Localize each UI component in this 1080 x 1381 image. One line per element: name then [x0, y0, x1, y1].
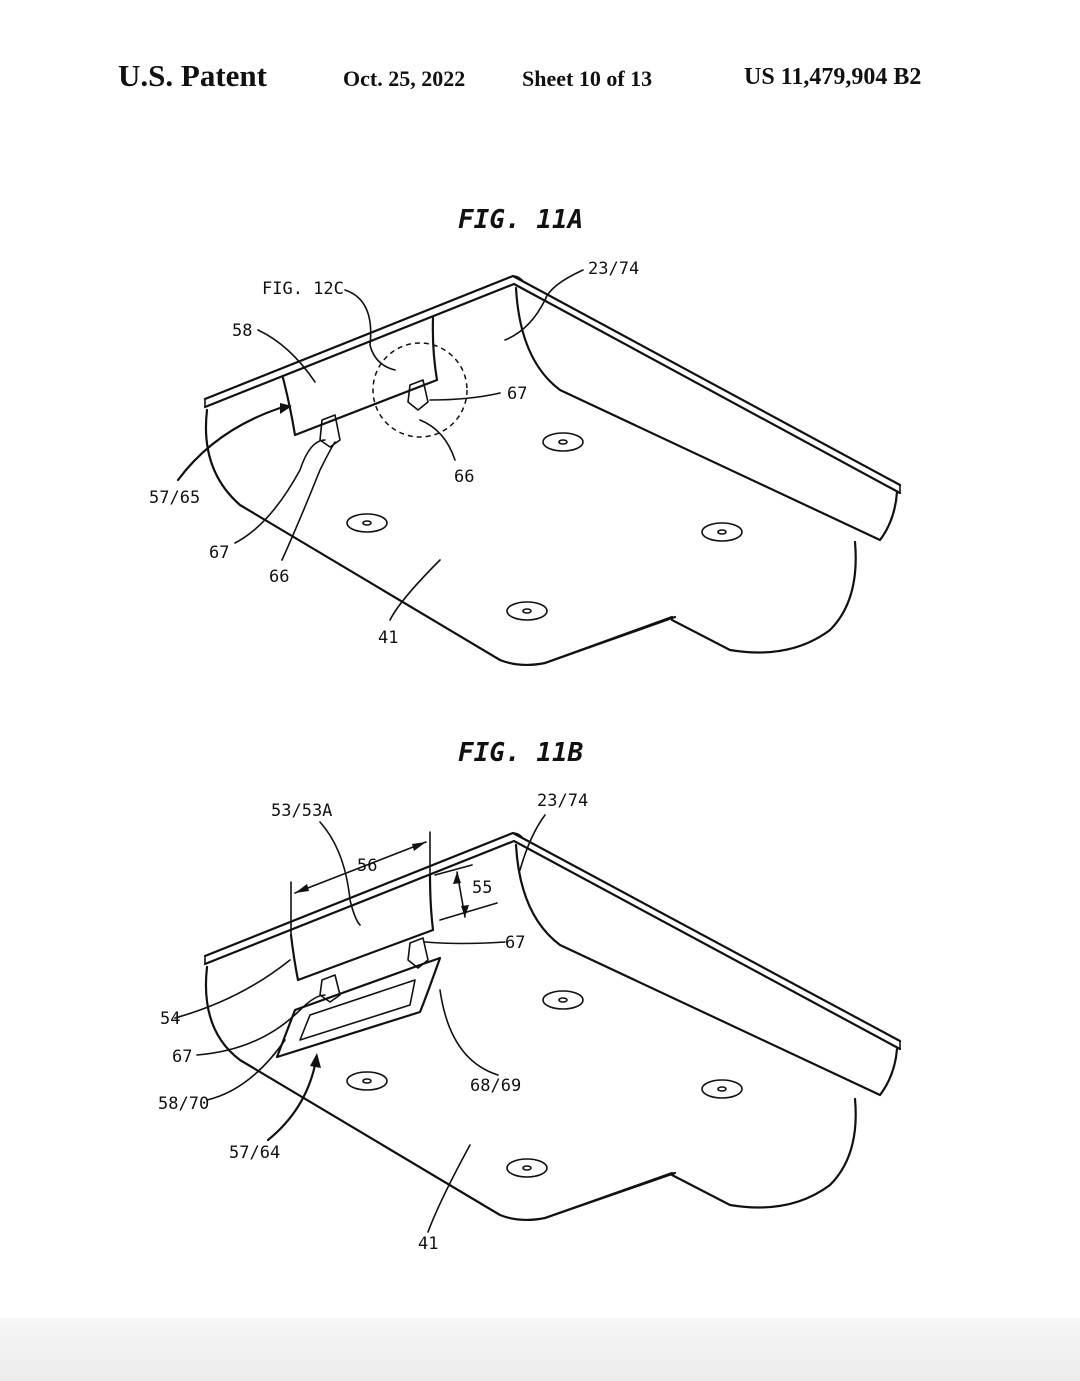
label-41: 41	[378, 628, 398, 648]
tray-body-11a	[203, 274, 902, 667]
header-sheet: Sheet 10 of 13	[522, 66, 653, 91]
label-54: 54	[160, 1009, 180, 1029]
label-58-70: 58/70	[158, 1094, 209, 1114]
figure-11b: FIG. 11B	[158, 738, 902, 1254]
header-publication: U.S. Patent	[118, 58, 267, 93]
label-58: 58	[232, 321, 252, 341]
patent-sheet: U.S. Patent Oct. 25, 2022 Sheet 10 of 13…	[118, 58, 922, 1254]
leader-lines-11b	[174, 814, 546, 1233]
label-66: 66	[269, 567, 289, 587]
label-67: 67	[507, 384, 527, 404]
hole-icon	[701, 522, 743, 542]
header-patent-number: US 11,479,904 B2	[744, 64, 922, 90]
label-57-65: 57/65	[149, 488, 200, 508]
leader-lines-11a	[176, 269, 584, 621]
hole-icon	[346, 513, 388, 533]
figure-11b-title: FIG. 11B	[458, 738, 583, 768]
header-date: Oct. 25, 2022	[343, 66, 466, 91]
label-55: 55	[472, 878, 492, 898]
tray-body-11b	[203, 831, 902, 1222]
dimension-lines-11b	[290, 831, 498, 936]
patent-drawing: FIG. 11A	[149, 205, 902, 1254]
hole-icon	[542, 432, 584, 452]
hole-icon	[506, 1158, 548, 1178]
label-67: 67	[505, 933, 525, 953]
detail-circle	[372, 342, 468, 438]
label-53-53a: 53/53A	[271, 801, 332, 821]
label-67: 67	[209, 543, 229, 563]
viewer-footer-band	[0, 1318, 1080, 1381]
label-68-69: 68/69	[470, 1076, 521, 1096]
label-67: 67	[172, 1047, 192, 1067]
label-23-74: 23/74	[537, 791, 588, 811]
label-57-64: 57/64	[229, 1143, 280, 1163]
label-56: 56	[357, 856, 377, 876]
figure-11a: FIG. 11A	[149, 205, 902, 667]
hole-icon	[506, 601, 548, 621]
label-fig12c-ref: FIG. 12C	[262, 279, 344, 299]
hole-icon	[701, 1079, 743, 1099]
label-66: 66	[454, 467, 474, 487]
hole-icon	[346, 1071, 388, 1091]
hole-icon	[542, 990, 584, 1010]
label-23-74: 23/74	[588, 259, 639, 279]
label-41: 41	[418, 1234, 438, 1254]
figure-11a-title: FIG. 11A	[458, 205, 583, 235]
